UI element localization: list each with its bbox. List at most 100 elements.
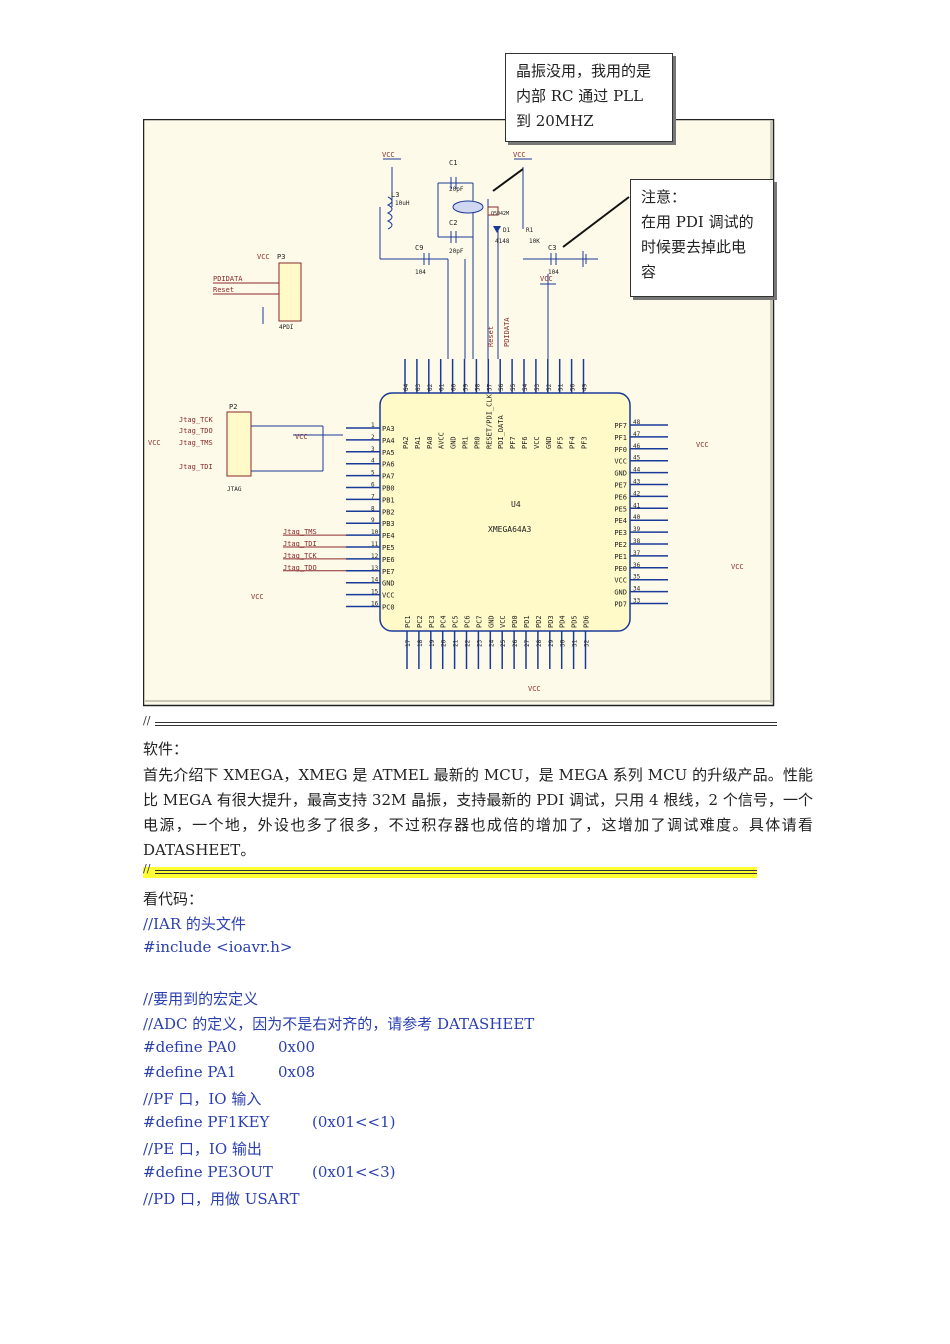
pin-label: GND bbox=[382, 580, 395, 588]
pin-number: 22 bbox=[465, 639, 472, 647]
pin-number: 47 bbox=[633, 431, 641, 438]
pin-label: VCC bbox=[382, 592, 395, 600]
code-comment-pf: //PF 口，IO 输入 bbox=[143, 1090, 262, 1108]
pin-number: 1 bbox=[371, 422, 375, 429]
pin-label: PDI_DATA bbox=[497, 414, 505, 449]
pin-label: PF0 bbox=[614, 446, 627, 454]
svg-text:VCC: VCC bbox=[540, 275, 553, 283]
svg-text:VCC: VCC bbox=[148, 439, 161, 447]
pin-label: PC5 bbox=[452, 615, 460, 628]
svg-text:104: 104 bbox=[548, 269, 559, 276]
net-label: Jtag_TDO bbox=[283, 564, 317, 572]
pin-number: 7 bbox=[371, 493, 375, 500]
pin-label: PE6 bbox=[614, 493, 627, 501]
pin-number: 59 bbox=[463, 383, 470, 391]
svg-text:VCC: VCC bbox=[513, 151, 526, 159]
intro-paragraph: 首先介绍下 XMEGA，XMEG 是 ATMEL 最新的 MCU，是 MEGA … bbox=[143, 766, 813, 859]
pin-number: 53 bbox=[534, 383, 541, 391]
pin-number: 51 bbox=[558, 383, 565, 391]
pin-number: 41 bbox=[633, 502, 641, 509]
code-comment-adc: //ADC 的定义，因为不是右对齐的，请参考 DATASHEET bbox=[143, 1015, 535, 1033]
jtag-connector-p2: P2 JTAG Jtag_TCK Jtag_TDO Jtag_TMS Jtag_… bbox=[148, 403, 343, 493]
pin-label: PD0 bbox=[511, 615, 519, 628]
pin-label: PD1 bbox=[523, 615, 531, 628]
svg-text:VCC: VCC bbox=[382, 151, 395, 159]
pin-label: RESET/PDI_CLK bbox=[485, 393, 493, 449]
svg-text:Jtag_TDO: Jtag_TDO bbox=[179, 427, 213, 435]
pin-label: PF3 bbox=[581, 436, 589, 449]
divider-line: // bbox=[143, 714, 777, 730]
pin-label: GND bbox=[614, 470, 627, 478]
pin-number: 46 bbox=[633, 443, 641, 450]
pin-label: PC1 bbox=[404, 615, 412, 628]
pin-number: 16 bbox=[371, 601, 379, 608]
svg-text:R1: R1 bbox=[526, 227, 534, 234]
svg-text:VCC: VCC bbox=[696, 441, 709, 449]
code-define-pa1: #define PA1 0x08 bbox=[143, 1063, 316, 1081]
right-pins: 48PF747PF146PF045VCC44GND43PE742PE641PE5… bbox=[614, 419, 668, 609]
pin-number: 25 bbox=[500, 639, 507, 647]
svg-text:JTAG: JTAG bbox=[227, 486, 242, 493]
code-comment-iar: //IAR 的头文件 bbox=[143, 915, 246, 933]
pin-label: PE3 bbox=[614, 529, 627, 537]
pin-number: 64 bbox=[403, 383, 410, 391]
pin-number: 8 bbox=[371, 505, 375, 512]
pin-number: 27 bbox=[524, 639, 531, 647]
svg-text:Jtag_TDI: Jtag_TDI bbox=[179, 463, 213, 471]
svg-text:VCC: VCC bbox=[257, 253, 270, 261]
pin-label: PE6 bbox=[382, 556, 395, 564]
pin-number: 19 bbox=[429, 639, 436, 647]
svg-text:C9: C9 bbox=[415, 244, 423, 252]
pin-number: 57 bbox=[486, 383, 493, 391]
pin-label: PE5 bbox=[614, 505, 627, 513]
pin-label: GND bbox=[487, 615, 495, 628]
pin-label: PC6 bbox=[464, 615, 472, 628]
pin-label: PD3 bbox=[547, 615, 555, 628]
code-define-pf1key: #define PF1KEY (0x01<<1) bbox=[143, 1113, 396, 1131]
svg-text:C3: C3 bbox=[548, 244, 556, 252]
pin-number: 14 bbox=[371, 577, 379, 584]
svg-text:Reset: Reset bbox=[487, 326, 495, 347]
pin-number: 5 bbox=[371, 470, 375, 477]
pin-label: VCC bbox=[533, 436, 541, 449]
svg-text:Q5042M: Q5042M bbox=[491, 211, 509, 217]
pin-label: PF7 bbox=[614, 422, 627, 430]
pin-label: PF1 bbox=[614, 434, 627, 442]
svg-text:C2: C2 bbox=[449, 219, 457, 227]
vcc-right-upper: VCC bbox=[696, 441, 709, 449]
svg-text:C1: C1 bbox=[449, 159, 457, 167]
pin-number: 6 bbox=[371, 482, 375, 489]
pin-label: PA5 bbox=[382, 449, 395, 457]
pin-number: 38 bbox=[633, 538, 641, 545]
pin-label: GND bbox=[545, 436, 553, 449]
pin-label: PB3 bbox=[382, 520, 395, 528]
pin-label: PE2 bbox=[614, 541, 627, 549]
pin-label: PC4 bbox=[440, 615, 448, 628]
pin-number: 42 bbox=[633, 490, 641, 497]
pin-number: 15 bbox=[371, 589, 379, 596]
code-define-pe3out: #define PE3OUT (0x01<<3) bbox=[143, 1163, 396, 1181]
callout-pdi-note: 注意： 在用 PDI 调试的 时候要去掉此电 容 bbox=[630, 179, 774, 297]
svg-text:PDIDATA: PDIDATA bbox=[503, 317, 511, 347]
code-include: #include <ioavr.h> bbox=[143, 938, 293, 956]
pin-label: PD6 bbox=[583, 615, 591, 628]
vcc-right-lower: VCC bbox=[731, 563, 744, 571]
pin-number: 49 bbox=[582, 383, 589, 391]
svg-text:Reset: Reset bbox=[213, 286, 234, 294]
net-label: Jtag_TMS bbox=[283, 528, 317, 536]
pin-number: 21 bbox=[453, 639, 460, 647]
pin-number: 24 bbox=[488, 639, 495, 647]
vcc-top-left: VCC bbox=[382, 151, 401, 160]
pin-label: PE1 bbox=[614, 553, 627, 561]
pin-label: PF5 bbox=[557, 436, 565, 449]
pin-label: PC3 bbox=[428, 615, 436, 628]
pin-number: 12 bbox=[371, 553, 379, 560]
pin-label: PA3 bbox=[382, 425, 395, 433]
pin-number: 61 bbox=[439, 383, 446, 391]
pin-number: 35 bbox=[633, 574, 641, 581]
svg-text:Jtag_TCK: Jtag_TCK bbox=[179, 416, 214, 424]
pin-number: 60 bbox=[451, 383, 458, 391]
pin-label: PB2 bbox=[382, 508, 395, 516]
pin-label: PE0 bbox=[614, 565, 627, 573]
pin-number: 45 bbox=[633, 455, 641, 462]
